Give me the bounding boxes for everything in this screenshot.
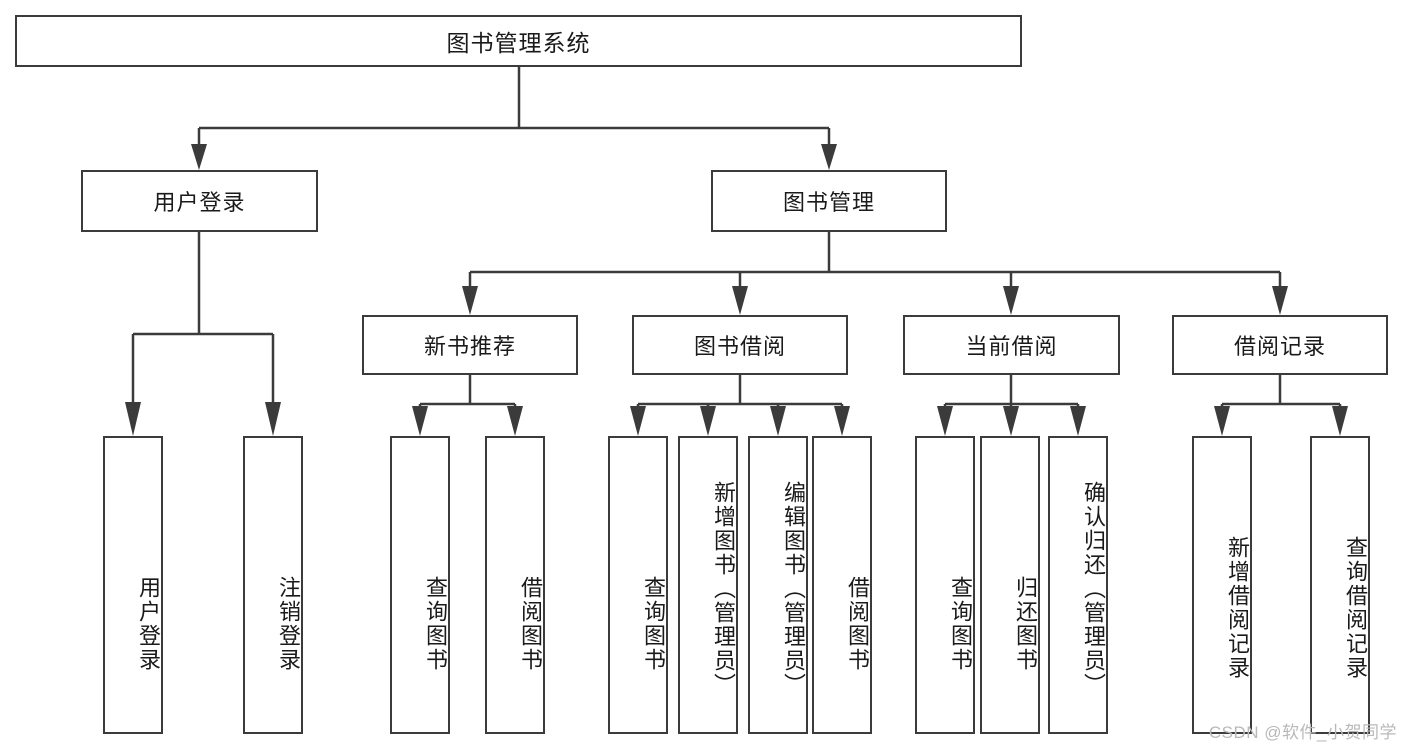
leaf-add-borrow-record[interactable]: 新增借阅记录 xyxy=(1192,436,1252,734)
leaf-confirm-return-admin[interactable]: 确认归还（管理员） xyxy=(1048,436,1108,734)
node-user-login[interactable]: 用户登录 xyxy=(81,170,318,232)
node-current-borrow[interactable]: 当前借阅 xyxy=(903,315,1120,375)
node-borrow-record[interactable]: 借阅记录 xyxy=(1172,315,1388,375)
leaf-return-book[interactable]: 归还图书 xyxy=(980,436,1040,734)
leaf-logout-login[interactable]: 注销登录 xyxy=(243,436,303,734)
watermark-text: CSDN @软件_小贺同学 xyxy=(1208,723,1397,742)
leaf-borrow-book-borrow[interactable]: 借阅图书 xyxy=(812,436,872,734)
leaf-query-book-borrow[interactable]: 查询图书 xyxy=(608,436,668,734)
leaf-borrow-book-new[interactable]: 借阅图书 xyxy=(485,436,545,734)
leaf-add-book-admin[interactable]: 新增图书（管理员） xyxy=(678,436,738,734)
node-book-manage[interactable]: 图书管理 xyxy=(711,170,947,232)
leaf-user-login[interactable]: 用户登录 xyxy=(103,436,163,734)
node-root-system[interactable]: 图书管理系统 xyxy=(15,15,1022,67)
leaf-query-borrow-record[interactable]: 查询借阅记录 xyxy=(1310,436,1370,734)
node-new-book-recommend[interactable]: 新书推荐 xyxy=(362,315,578,375)
node-book-borrow[interactable]: 图书借阅 xyxy=(632,315,848,375)
leaf-query-book-new[interactable]: 查询图书 xyxy=(390,436,450,734)
leaf-query-book-current[interactable]: 查询图书 xyxy=(915,436,975,734)
leaf-edit-book-admin[interactable]: 编辑图书（管理员） xyxy=(748,436,808,734)
